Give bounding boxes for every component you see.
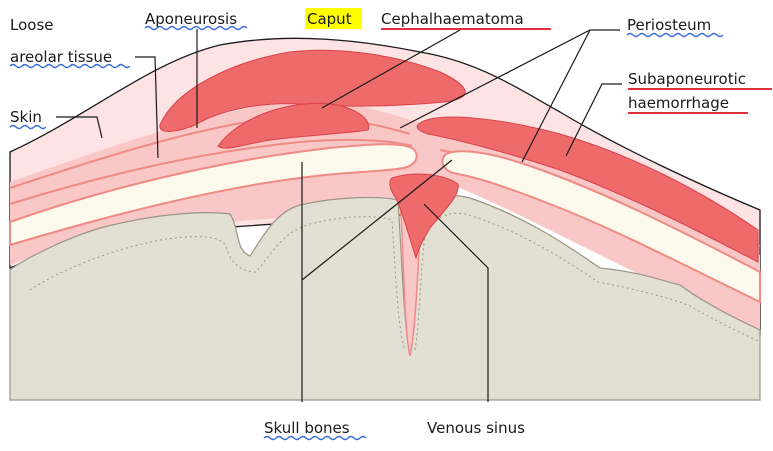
label-aponeurosis: Aponeurosis bbox=[145, 10, 237, 28]
label-caput: Caput bbox=[307, 10, 352, 28]
label-cephalhaematoma: Cephalhaematoma bbox=[381, 10, 524, 28]
label-loose-areolar-1: Loose bbox=[10, 16, 54, 34]
label-skin: Skin bbox=[10, 108, 42, 126]
underline-skull-bones bbox=[264, 437, 366, 440]
label-subaponeurotic-1: Subaponeurotic bbox=[628, 70, 746, 88]
underline-aponeurosis bbox=[145, 27, 247, 30]
label-skull-bones: Skull bones bbox=[264, 419, 350, 437]
label-subaponeurotic-2: haemorrhage bbox=[628, 94, 729, 112]
label-loose-areolar-2: areolar tissue bbox=[10, 48, 112, 66]
label-periosteum: Periosteum bbox=[627, 16, 711, 34]
label-venous-sinus: Venous sinus bbox=[427, 419, 525, 437]
